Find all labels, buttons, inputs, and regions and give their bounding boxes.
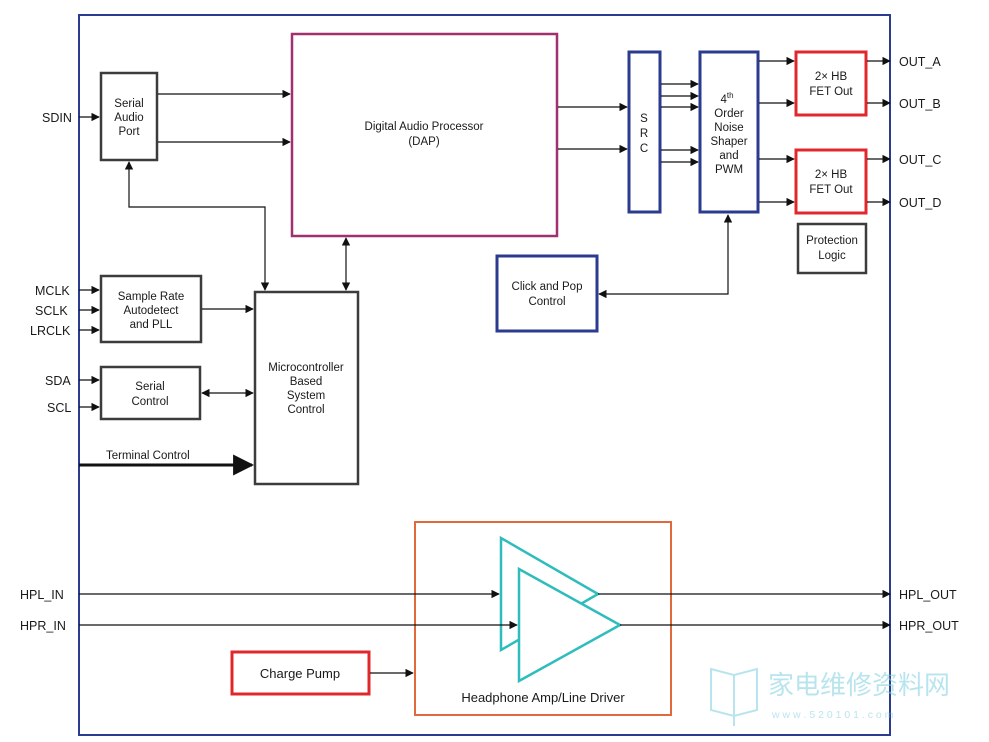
fet-out-cd-line1: 2× HB <box>815 169 848 181</box>
fet-out-cd-block: 2× HB FET Out <box>794 148 868 215</box>
click-pop-line2: Control <box>528 296 565 308</box>
dap-block: Digital Audio Processor (DAP) <box>290 32 559 238</box>
watermark: 家电维修资料网 w w w . 5 2 0 1 0 1 . c o m <box>710 667 950 726</box>
microcontroller-line1: Microcontroller <box>268 362 344 374</box>
serial-audio-port-line3: Port <box>118 126 140 138</box>
serial-control-line1: Serial <box>135 381 164 393</box>
chip-boundary <box>78 14 891 736</box>
fet-out-ab-line2: FET Out <box>809 86 853 98</box>
watermark-chinese-text: 家电维修资料网 <box>768 670 950 700</box>
dap-subtitle: (DAP) <box>408 136 439 148</box>
microcontroller-line2: Based <box>290 376 323 388</box>
fet-out-cd-line2: FET Out <box>809 184 853 196</box>
click-pop-line1: Click and Pop <box>512 281 583 293</box>
fet-out-ab-line1: 2× HB <box>815 71 848 83</box>
pin-label-out-d: OUT_D <box>899 196 941 210</box>
pin-label-hpr-out: HPR_OUT <box>899 619 959 633</box>
book-logo-icon <box>710 667 758 726</box>
protection-logic-line2: Logic <box>818 250 846 262</box>
sample-rate-block: Sample Rate Autodetect and PLL <box>99 274 203 344</box>
noise-shaper-line1: Order <box>714 108 744 120</box>
headphone-amp-block: Headphone Amp/Line Driver <box>414 521 672 716</box>
pin-label-out-a: OUT_A <box>899 55 941 69</box>
serial-control-block: Serial Control <box>99 365 202 421</box>
sample-rate-line3: and PLL <box>130 319 173 331</box>
noise-shaper-line4: and <box>719 150 738 162</box>
serial-control-line2: Control <box>131 396 168 408</box>
headphone-amp-label: Headphone Amp/Line Driver <box>461 690 625 705</box>
click-pop-control-block: Click and Pop Control <box>495 254 599 333</box>
pin-label-sdin: SDIN <box>42 111 72 125</box>
pin-label-out-c: OUT_C <box>899 153 941 167</box>
pin-label-hpl-in: HPL_IN <box>20 588 64 602</box>
protection-logic-line1: Protection <box>806 235 858 247</box>
pin-label-scl: SCL <box>47 401 71 415</box>
charge-pump-block: Charge Pump <box>230 650 371 696</box>
fet-out-ab-block: 2× HB FET Out <box>794 50 868 117</box>
sample-rate-line1: Sample Rate <box>118 291 184 303</box>
pin-label-sclk: SCLK <box>35 304 68 318</box>
terminal-control-label: Terminal Control <box>106 450 190 462</box>
pin-label-out-b: OUT_B <box>899 97 941 111</box>
microcontroller-line4: Control <box>287 404 324 416</box>
sap-micro-wire <box>124 161 270 291</box>
protection-logic-block: Protection Logic <box>796 222 868 275</box>
pin-label-hpl-out: HPL_OUT <box>899 588 957 602</box>
serial-audio-port-line1: Serial <box>114 98 143 110</box>
pin-label-sda: SDA <box>45 374 71 388</box>
pin-label-lrclk: LRCLK <box>30 324 71 338</box>
src-block: S R C <box>627 50 662 214</box>
pin-label-mclk: MCLK <box>35 284 70 298</box>
microcontroller-line3: System <box>287 390 325 402</box>
pin-label-hpr-in: HPR_IN <box>20 619 66 633</box>
charge-pump-label: Charge Pump <box>260 666 340 681</box>
watermark-url-text: w w w . 5 2 0 1 0 1 . c o m <box>771 709 894 721</box>
noise-shaper-block: 4th Order Noise Shaper and PWM <box>698 50 760 214</box>
src-letter-s: S <box>640 113 648 125</box>
connections <box>79 56 891 678</box>
dap-title: Digital Audio Processor <box>365 121 484 133</box>
src-letter-c: C <box>640 143 648 155</box>
src-letter-r: R <box>640 128 648 140</box>
serial-audio-port-line2: Audio <box>114 112 143 124</box>
serial-audio-port-block: Serial Audio Port <box>99 71 159 162</box>
amp-triangle-right <box>517 566 623 684</box>
noise-shaper-line2: Noise <box>714 122 743 134</box>
noise-shaper-order-number: 4th <box>720 91 733 106</box>
sample-rate-line2: Autodetect <box>124 305 180 317</box>
microcontroller-block: Microcontroller Based System Control <box>253 290 360 486</box>
noise-shaper-line5: PWM <box>715 164 743 176</box>
noise-shaper-line3: Shaper <box>710 136 747 148</box>
shaper-click-pop-wire <box>598 214 733 299</box>
